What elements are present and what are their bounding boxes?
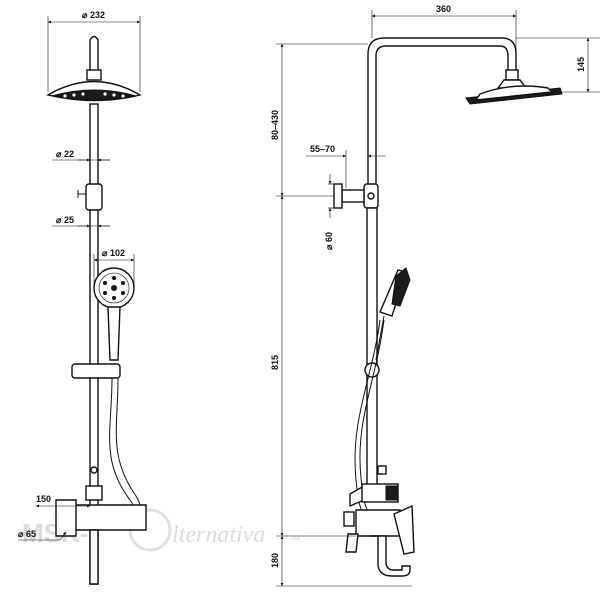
- watermark-brand-right: lternativa: [172, 522, 265, 548]
- watermark-domain: .ru: [290, 533, 300, 542]
- hand-shower-face: [98, 272, 130, 304]
- bath-spout-front: [89, 529, 99, 585]
- side-mixer-lever: [393, 504, 415, 555]
- dim-head-drop-value: 145: [576, 57, 586, 72]
- rain-head-nozzles: [51, 89, 137, 101]
- side-head-connector: [505, 69, 519, 81]
- top-pipe-cap: [89, 35, 99, 73]
- dim-head-drop: 145: [516, 37, 600, 93]
- wall-bracket-plate: [333, 183, 343, 209]
- wall-bracket-arm: [341, 189, 365, 203]
- shower-hose: [109, 377, 135, 525]
- side-hand-shower-neck: [375, 315, 385, 361]
- side-mixer-base: [345, 533, 359, 553]
- svg-text:⌀: ⌀: [56, 215, 62, 225]
- rain-head-nozzle-dots: [63, 92, 125, 98]
- svg-text:⌀: ⌀: [102, 248, 108, 258]
- dim-outlet-value: 65: [26, 529, 36, 539]
- holder-knob: [77, 190, 86, 198]
- dim-head-diameter-value: 232: [90, 10, 105, 20]
- front-view: ⌀ 232 ⌀ 22 ⌀ 25 ⌀ 102: [18, 10, 147, 585]
- hand-shower-nozzles: [103, 276, 125, 300]
- dim-rail-height: 815: [270, 195, 356, 537]
- height-holder: [85, 183, 103, 211]
- side-hand-shower-head: [391, 267, 411, 307]
- side-hose: [354, 319, 381, 515]
- dim-rail-height-value: 815: [270, 355, 280, 370]
- side-mixer-cap: [385, 485, 399, 501]
- side-rain-head-top: [474, 85, 554, 101]
- side-wall-eccentric: [343, 511, 355, 527]
- side-lower-pipe: [366, 207, 378, 499]
- side-view: 360 145 80–430 55–70: [270, 4, 600, 587]
- svg-text:⌀: ⌀: [18, 529, 24, 539]
- dim-arm-length: 360: [371, 4, 517, 60]
- side-bath-spout: [370, 535, 411, 577]
- diverter-knob: [90, 466, 98, 474]
- dim-upper-pipe: ⌀ 22: [52, 149, 110, 162]
- dim-spout-length: 150: [35, 494, 91, 508]
- mixer-top-connector: [85, 485, 103, 501]
- dim-holder-dia-value: 60: [324, 232, 334, 242]
- dim-lower-pipe-value: 25: [64, 215, 74, 225]
- dim-holder-offset-value: 55–70: [310, 144, 335, 154]
- dim-holder-dia: ⌀ 60: [324, 174, 334, 250]
- side-diverter-knob: [377, 465, 387, 475]
- dim-outlet: ⌀ 65: [18, 529, 67, 541]
- overhead-arm-inner: [375, 45, 509, 186]
- svg-text:⌀: ⌀: [56, 149, 62, 159]
- holder-screw: [367, 192, 375, 200]
- dim-arm-length-value: 360: [436, 4, 451, 14]
- svg-text:⌀: ⌀: [82, 10, 88, 20]
- dim-height-adjust: 80–430: [270, 43, 368, 197]
- hand-shower-handle: [107, 306, 121, 361]
- side-hose-edge: [359, 319, 385, 513]
- dim-mixer-height-value: 180: [270, 553, 280, 568]
- dim-spout-length-value: 150: [36, 494, 51, 504]
- dim-hand-shower: ⌀ 102: [93, 248, 135, 288]
- dim-mixer-height: 180: [270, 535, 412, 587]
- head-connector: [86, 69, 102, 81]
- mixer-left-handle: [55, 499, 77, 537]
- dim-head-diameter: ⌀ 232: [47, 10, 141, 92]
- dim-height-adjust-value: 80–430: [270, 110, 280, 140]
- dim-holder-offset: 55–70: [306, 144, 386, 188]
- dim-holder-dia-symbol: ⌀: [324, 244, 334, 250]
- side-slide-holder: [364, 362, 380, 378]
- shower-hose-edge: [115, 377, 141, 527]
- dim-upper-pipe-value: 22: [64, 149, 74, 159]
- dim-lower-pipe: ⌀ 25: [52, 215, 110, 228]
- overhead-arm-outer: [367, 37, 517, 186]
- dim-hand-shower-value: 102: [110, 248, 125, 258]
- slide-holder: [71, 363, 121, 379]
